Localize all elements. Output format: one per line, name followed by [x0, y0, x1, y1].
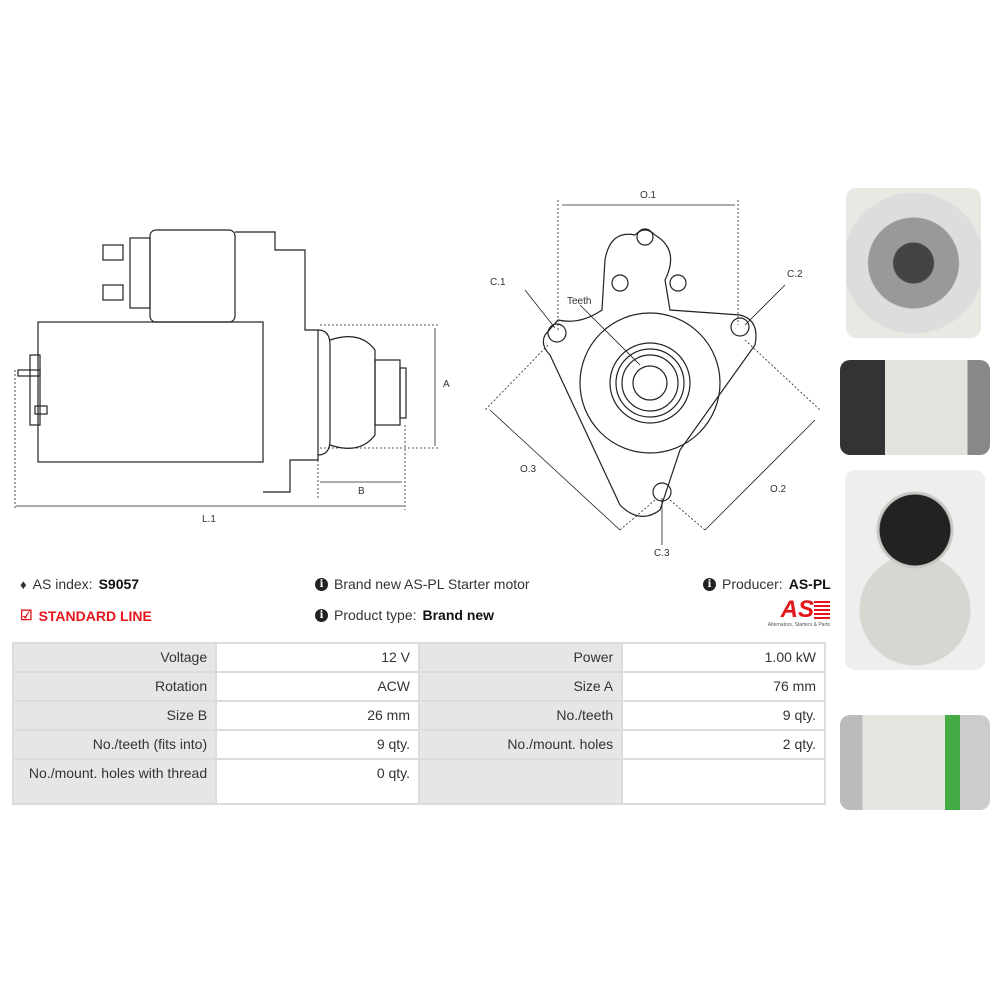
spec-value: ACW: [215, 671, 421, 702]
as-index-value: S9057: [98, 576, 140, 592]
as-index-label: AS index:: [32, 576, 93, 592]
spec-value: [621, 758, 826, 805]
dim-o1-label: O.1: [640, 190, 657, 201]
spec-value: 26 mm: [215, 700, 421, 731]
spec-value: 76 mm: [621, 671, 826, 702]
standard-line: ☑ STANDARD LINE: [20, 607, 152, 624]
producer-value: AS-PL: [788, 576, 831, 592]
spec-value: 9 qty.: [621, 700, 826, 731]
c3-label: C.3: [654, 548, 670, 559]
as-pl-logo: AS Alternators, Starters & Parts: [745, 598, 830, 628]
spec-row: No./teeth (fits into)9 qty.No./mount. ho…: [11, 729, 826, 760]
info-icon: i: [703, 577, 716, 591]
product-photo-side: [840, 360, 990, 455]
c1-label: C.1: [490, 277, 506, 288]
dim-l1-label: L.1: [202, 514, 216, 525]
checkbox-icon: ☑: [20, 607, 33, 623]
product-type: i Product type: Brand new: [315, 607, 494, 623]
dim-o2-label: O.2: [770, 484, 787, 495]
spec-value: 2 qty.: [621, 729, 826, 760]
spec-label: Voltage: [11, 642, 218, 673]
description-text: Brand new AS-PL Starter motor: [334, 576, 530, 592]
spec-label: Rotation: [11, 671, 218, 702]
description: i Brand new AS-PL Starter motor: [315, 576, 530, 592]
spec-value: 1.00 kW: [621, 642, 826, 673]
spec-value: 0 qty.: [215, 758, 421, 805]
product-photo-rear: [845, 470, 985, 670]
product-photo-front: [846, 188, 981, 338]
producer-label: Producer:: [722, 576, 783, 592]
spec-label: Size A: [418, 671, 624, 702]
dim-b-label: B: [358, 486, 365, 497]
teeth-label: Teeth: [567, 296, 591, 307]
spec-label: [418, 758, 624, 805]
producer: i Producer: AS-PL: [703, 576, 831, 592]
product-type-value: Brand new: [422, 607, 495, 623]
spec-label: No./mount. holes with thread: [11, 758, 218, 805]
standard-line-label: STANDARD LINE: [38, 607, 152, 624]
side-view-drawing: A B L.1: [14, 229, 450, 525]
spec-label: Size B: [11, 700, 218, 731]
spec-label: No./teeth: [418, 700, 624, 731]
product-type-label: Product type:: [334, 607, 417, 623]
spec-value: 12 V: [215, 642, 421, 673]
info-icon: i: [315, 608, 328, 622]
front-view-drawing: O.1 O.2 O.3 C.1 C.2 C.3 Teeth: [484, 190, 820, 559]
c2-label: C.2: [787, 269, 803, 280]
spec-label: No./mount. holes: [418, 729, 624, 760]
dim-o3-label: O.3: [520, 464, 537, 475]
spec-label: No./teeth (fits into): [11, 729, 218, 760]
dim-a-label: A: [443, 379, 450, 390]
tag-icon: ♦: [20, 576, 27, 592]
product-photo-angle: [840, 715, 990, 810]
logo-tagline: Alternators, Starters & Parts: [767, 622, 830, 628]
spec-label: Power: [418, 642, 624, 673]
info-icon: i: [315, 577, 328, 591]
spec-value: 9 qty.: [215, 729, 421, 760]
as-index: ♦ AS index: S9057: [20, 576, 139, 592]
